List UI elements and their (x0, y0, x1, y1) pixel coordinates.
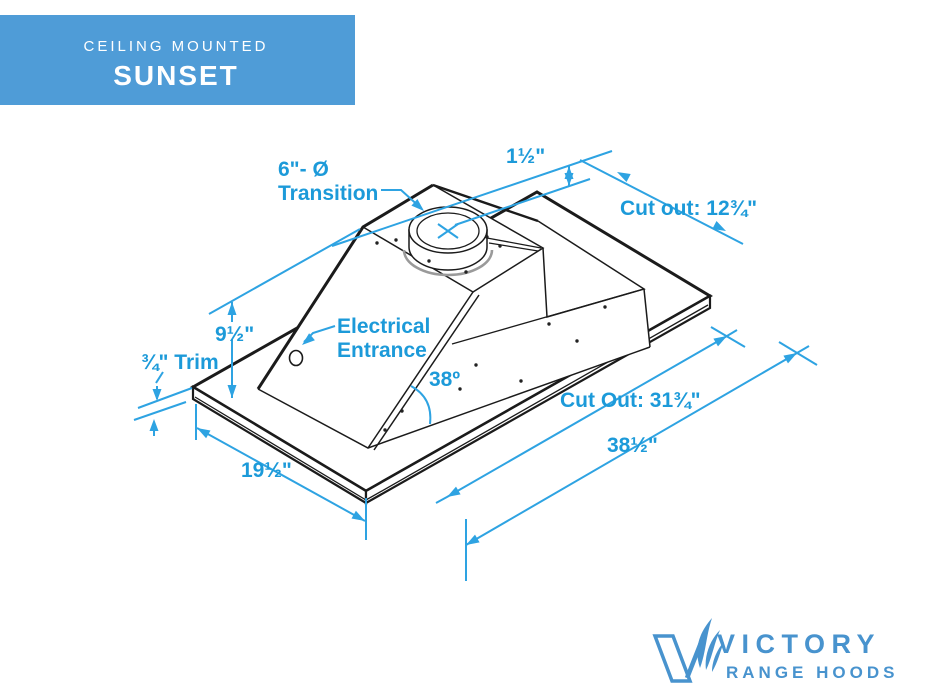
hood-right-face-fill (368, 248, 650, 448)
label-overall-length: 38½" (607, 434, 658, 457)
dimension-labels: 1½" Cut out: 12¾" 6"- Ø Transition 9½" ¾… (141, 145, 757, 482)
hood-slant-edge-inner (373, 294, 480, 451)
banner-model-name: SUNSET (113, 60, 239, 91)
leader-transition (381, 189, 424, 211)
arrow-icon (713, 336, 727, 347)
dimension-hood-height (208, 228, 361, 398)
arrow-icon (149, 419, 159, 431)
angle-arc (410, 385, 432, 425)
collar-center-mark (437, 223, 459, 239)
leader-electrical (302, 325, 336, 345)
hood-ridge-lines (486, 237, 542, 252)
logo-tagline: RANGE HOODS (726, 663, 898, 682)
label-cutout-width: Cut out: 12¾" (620, 197, 757, 220)
arrow-icon (783, 353, 797, 364)
logo-flame-icon (697, 618, 712, 668)
label-trim: ¾" Trim (141, 351, 219, 374)
logo-brand-name: VICTORY (717, 629, 881, 659)
label-angle: 38º (429, 368, 460, 391)
label-collar-height: 1½" (506, 145, 545, 168)
arrow-icon (152, 389, 162, 401)
arrow-icon (447, 486, 461, 497)
label-electrical-line2: Entrance (337, 339, 427, 362)
arrow-icon (197, 428, 211, 439)
electrical-hole (288, 349, 304, 367)
dimension-overall-length (465, 341, 818, 581)
logo-flame-icon (712, 642, 724, 672)
arrow-icon (564, 173, 574, 186)
hood-body (256, 183, 651, 451)
arrow-icon (617, 172, 631, 182)
dimension-cutout-length (435, 326, 746, 504)
dimension-trim (133, 371, 193, 436)
hood-front-face-fill (258, 227, 473, 448)
hood-base-edges (257, 346, 651, 449)
dimension-cutout-width (579, 159, 744, 245)
arrow-icon (302, 333, 315, 345)
arrow-icon (227, 302, 237, 315)
hood-back-edge (432, 183, 539, 223)
arrow-icon (351, 510, 365, 521)
banner-category: CEILING MOUNTED (83, 38, 268, 55)
arrow-icon (411, 199, 424, 211)
banner-background (0, 15, 355, 105)
dimension-overall-width (195, 404, 367, 540)
arrow-icon (227, 385, 237, 398)
brand-logo: VICTORY RANGE HOODS (652, 618, 898, 683)
screw-holes (375, 235, 607, 432)
label-electrical-line1: Electrical (337, 315, 430, 338)
hood-back-base-edge (451, 288, 645, 345)
label-overall-width: 19½" (241, 459, 292, 482)
logo-v-icon (652, 634, 693, 683)
hood-far-corner-edge (643, 288, 651, 348)
label-cutout-length: Cut Out: 31¾" (560, 389, 701, 412)
title-banner: CEILING MOUNTED SUNSET (0, 15, 355, 105)
collar-flange (402, 249, 494, 277)
label-transition-line1: 6"- Ø (278, 158, 329, 181)
arrow-icon (466, 534, 480, 545)
dimension-collar-height (331, 150, 613, 247)
label-transition-line2: Transition (278, 182, 378, 205)
arrow-icon (712, 221, 726, 231)
collar-inner-opening (416, 212, 480, 250)
label-hood-height: 9½" (215, 323, 254, 346)
logo-flame-icon (705, 630, 720, 670)
hood-slant-edge (367, 291, 474, 449)
